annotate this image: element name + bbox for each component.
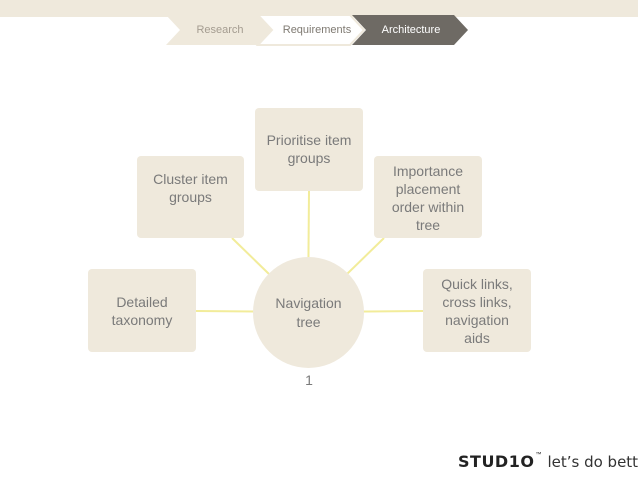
step-requirements[interactable]: Requirements [282,24,352,36]
top-band [0,0,638,17]
node-cluster-item-groups-label: Cluster item groups [153,171,228,205]
node-cluster-item-groups: Cluster item groups [137,156,244,238]
step-research[interactable]: Research [196,24,244,36]
node-quick-links-label: Quick links, cross links, navigation aid… [441,275,513,346]
brand-trademark: ™ [535,452,542,458]
progress-arrows [166,14,468,46]
node-quick-links: Quick links, cross links, navigation aid… [423,269,531,352]
step-arrow-research [166,15,272,45]
brand-name: STUD1O [458,452,535,471]
node-prioritise-item-groups: Prioritise item groups [255,108,363,191]
page-number: 1 [305,372,313,388]
node-importance-placement: Importance placement order within tree [374,156,482,238]
node-importance-placement-label: Importance placement order within tree [391,163,465,233]
brand-logo: STUD1O™ let’s do better. [458,452,638,476]
node-detailed-taxonomy-label: Detailed taxonomy [111,293,173,328]
step-architecture[interactable]: Architecture [381,24,441,36]
progress-steps: Research Requirements Architecture [0,0,638,48]
step-arrow-architecture [352,15,468,45]
node-prioritise-item-groups-label: Prioritise item groups [266,132,352,166]
brand-tagline: let’s do better. [547,453,638,471]
center-navigation-tree-label: Navigation tree [275,294,342,330]
node-detailed-taxonomy: Detailed taxonomy [88,269,196,352]
step-arrow-requirements [255,14,366,46]
center-navigation-tree: Navigation tree [253,257,364,368]
